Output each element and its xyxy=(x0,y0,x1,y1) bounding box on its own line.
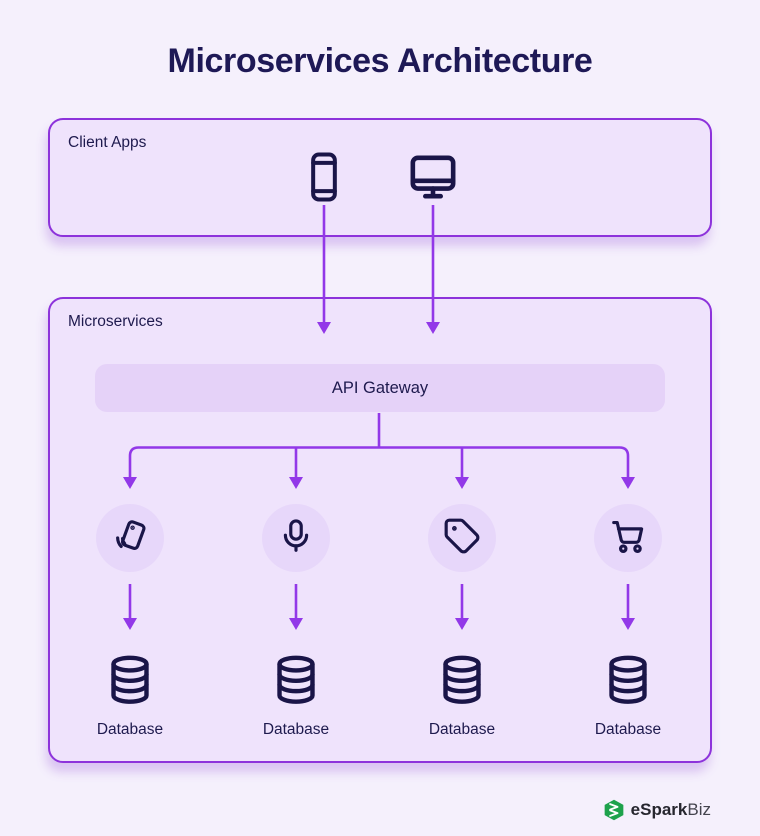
client-apps-label: Client Apps xyxy=(68,134,147,151)
service-node-products xyxy=(428,504,496,572)
database-label: Database xyxy=(428,721,496,738)
shopping-cart-icon xyxy=(609,517,647,560)
client-apps-box: Client Apps xyxy=(48,118,712,237)
service-node-voice xyxy=(262,504,330,572)
monitor-icon xyxy=(408,153,458,206)
service-node-payment xyxy=(96,504,164,572)
database-label: Database xyxy=(96,721,164,738)
price-tag-icon xyxy=(443,517,481,560)
logo-text: eSparkBiz xyxy=(631,800,711,820)
database-label: Database xyxy=(262,721,330,738)
page-title: Microservices Architecture xyxy=(167,42,593,80)
logo-text-bold: eSpark xyxy=(630,800,688,819)
database-icon xyxy=(107,654,153,711)
logo-text-light: Biz xyxy=(687,800,711,819)
database-icon xyxy=(605,654,651,711)
service-node-orders xyxy=(594,504,662,572)
database-icon xyxy=(273,654,319,711)
smartphone-icon xyxy=(304,151,344,208)
api-gateway-node: API Gateway xyxy=(95,364,665,412)
contactless-payment-icon xyxy=(111,517,149,560)
microphone-icon xyxy=(277,517,315,560)
microservices-label: Microservices xyxy=(68,313,163,330)
esparkbiz-logo: eSparkBiz xyxy=(603,799,711,821)
database-label: Database xyxy=(594,721,662,738)
api-gateway-label: API Gateway xyxy=(331,378,429,397)
esparkbiz-hexagon-icon xyxy=(603,799,625,821)
database-icon xyxy=(439,654,485,711)
